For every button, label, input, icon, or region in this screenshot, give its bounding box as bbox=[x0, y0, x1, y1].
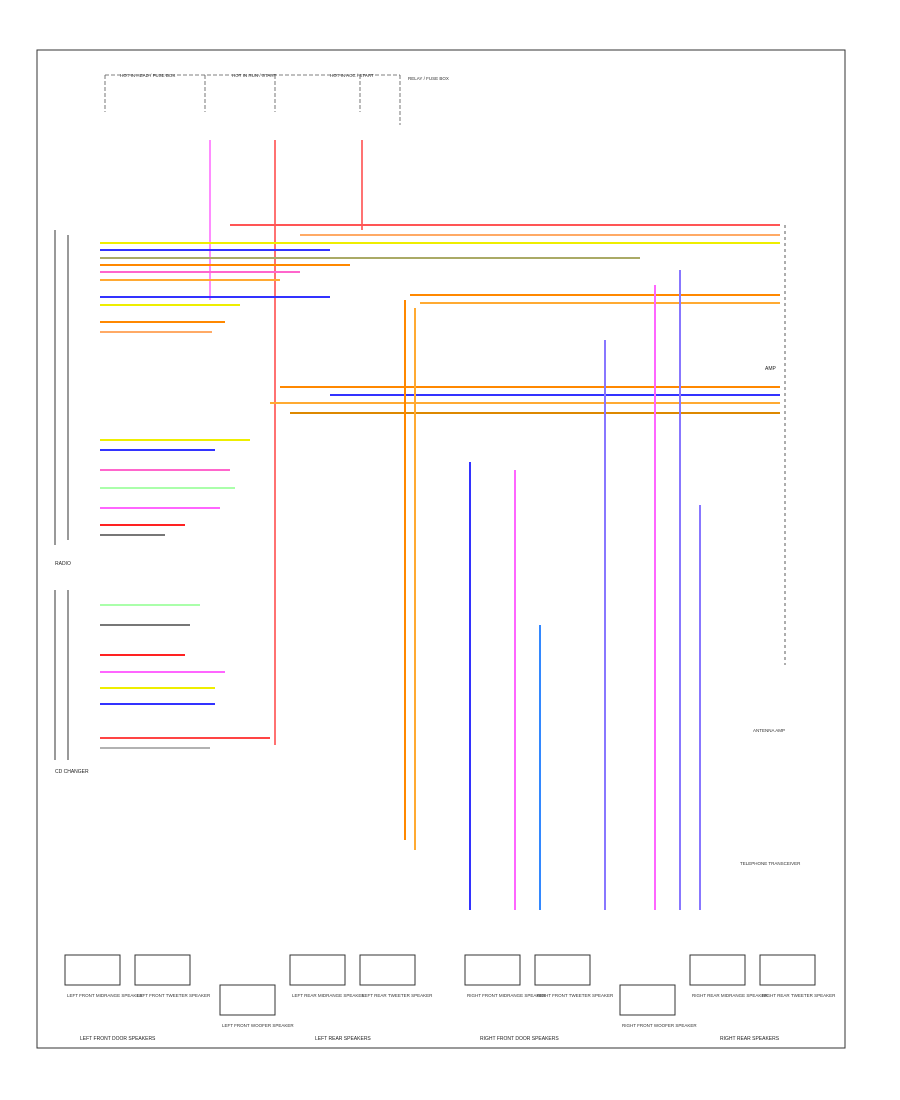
radio-connector-wires bbox=[100, 439, 270, 749]
speaker-label: LEFT FRONT TWEETER SPEAKER bbox=[137, 993, 211, 998]
fuse-label: HOT IN ACC / START bbox=[330, 73, 374, 78]
fuse-area: HOT IN HEAD / FUSE BOX HOT IN RUN / STAR… bbox=[104, 73, 449, 125]
cd-changer-block: CD CHANGER bbox=[54, 590, 89, 775]
speaker-box bbox=[134, 954, 191, 986]
speaker-label: LEFT REAR MIDRANGE SPEAKER bbox=[292, 993, 365, 998]
radio-label: RADIO bbox=[55, 561, 71, 567]
speaker-group-label: LEFT FRONT DOOR SPEAKERS bbox=[80, 1036, 156, 1042]
speaker-box bbox=[534, 954, 591, 986]
speaker-box bbox=[689, 954, 746, 986]
fuse-label: HOT IN HEAD / FUSE BOX bbox=[120, 73, 175, 78]
diagram-frame bbox=[36, 49, 846, 1049]
speaker-box bbox=[619, 984, 676, 1016]
speaker-box bbox=[289, 954, 346, 986]
speaker-label: RIGHT FRONT WOOFER SPEAKER bbox=[622, 1023, 697, 1028]
telephone-transceiver-label: TELEPHONE TRANSCEIVER bbox=[740, 861, 801, 866]
speaker-box bbox=[219, 984, 276, 1016]
speaker-label: RIGHT REAR TWEETER SPEAKER bbox=[762, 993, 836, 998]
speaker-group-label: LEFT REAR SPEAKERS bbox=[315, 1036, 371, 1042]
fuse-label: HOT IN RUN / START bbox=[232, 73, 277, 78]
speaker-box bbox=[464, 954, 521, 986]
speaker-group-label: RIGHT REAR SPEAKERS bbox=[720, 1036, 780, 1042]
speaker-box bbox=[359, 954, 416, 986]
speaker-box bbox=[759, 954, 816, 986]
speaker-label: RIGHT FRONT MIDRANGE SPEAKER bbox=[467, 993, 546, 998]
cd-changer-label: CD CHANGER bbox=[55, 769, 89, 775]
radio-amp-wires bbox=[100, 224, 780, 414]
radio-block: RADIO bbox=[54, 230, 71, 567]
amp-label: AMP bbox=[765, 366, 777, 372]
amp-block: AMP bbox=[765, 225, 786, 665]
speaker-box bbox=[64, 954, 121, 986]
speaker-label: LEFT REAR TWEETER SPEAKER bbox=[362, 993, 433, 998]
speaker-label: RIGHT REAR MIDRANGE SPEAKER bbox=[692, 993, 768, 998]
speaker-label: RIGHT FRONT TWEETER SPEAKER bbox=[537, 993, 614, 998]
speaker-label: LEFT FRONT WOOFER SPEAKER bbox=[222, 1023, 294, 1028]
speaker-feed-wires bbox=[404, 270, 701, 910]
fuse-label: RELAY / FUSE BOX bbox=[408, 76, 449, 81]
speaker-label: LEFT FRONT MIDRANGE SPEAKER bbox=[67, 993, 143, 998]
antenna-amp-label: ANTENNA AMP bbox=[753, 728, 785, 733]
speaker-group-label: RIGHT FRONT DOOR SPEAKERS bbox=[480, 1036, 559, 1042]
